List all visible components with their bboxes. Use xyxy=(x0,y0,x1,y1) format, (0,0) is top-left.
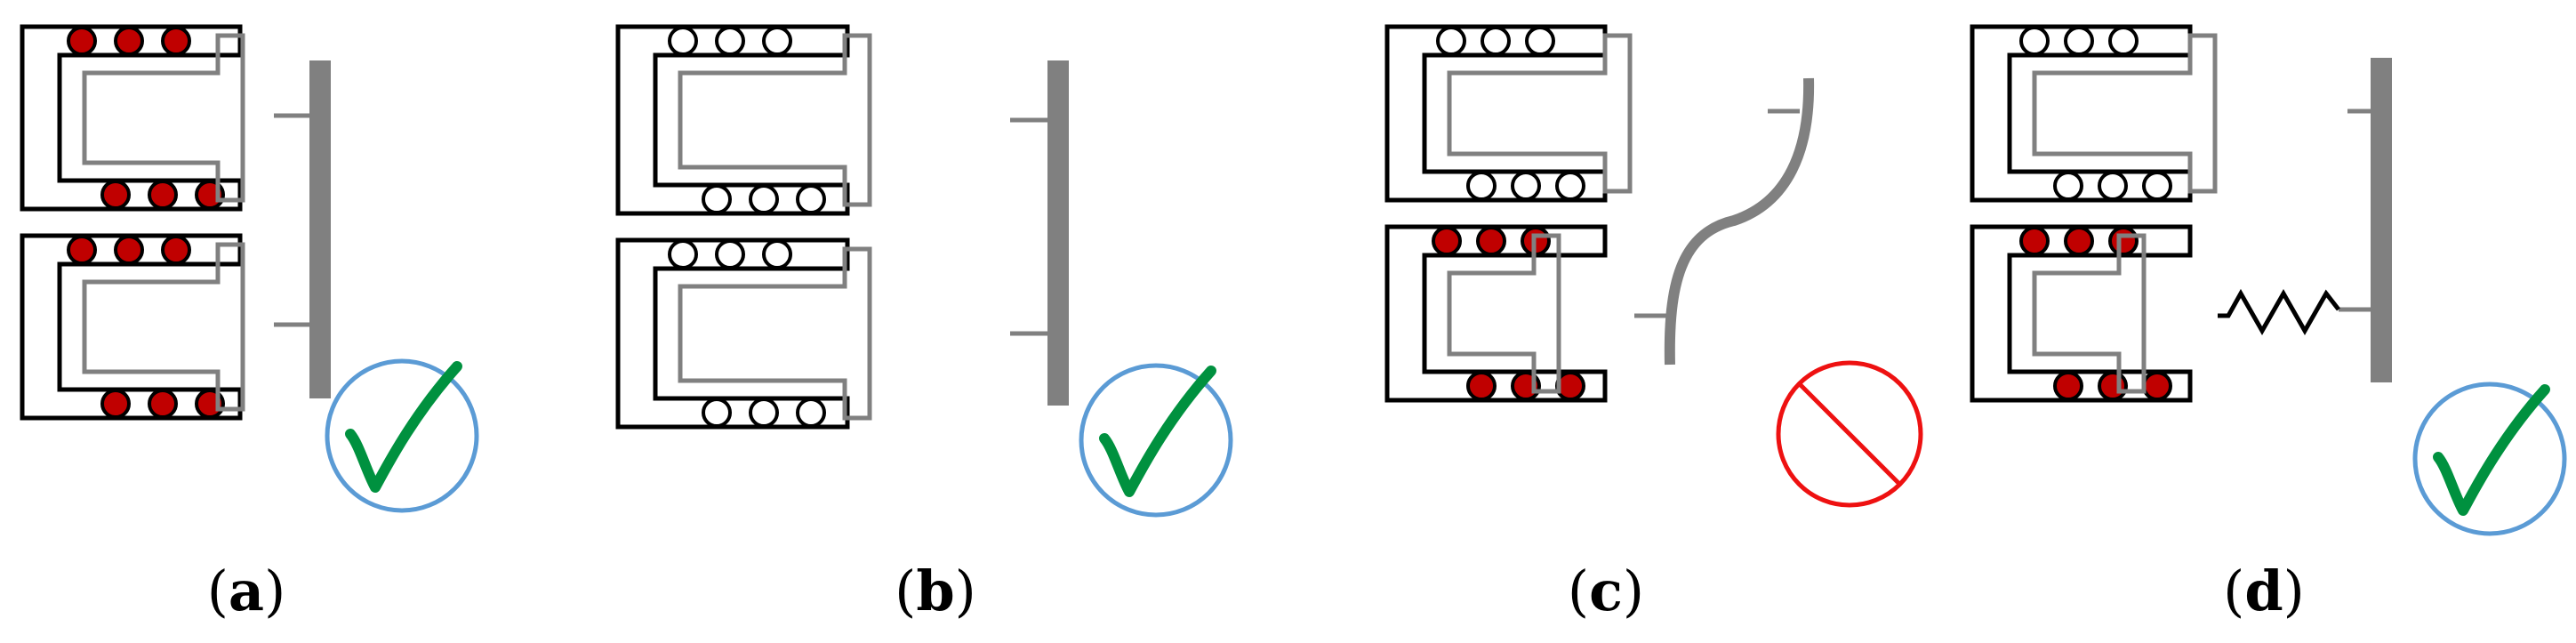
coil-winding xyxy=(100,389,131,419)
checkmark-icon xyxy=(345,361,462,493)
coil-winding xyxy=(2142,171,2172,201)
armature xyxy=(1447,233,1561,394)
coil-winding xyxy=(1511,171,1541,201)
caption-a: (a) xyxy=(206,559,286,623)
panel-d xyxy=(1970,24,2567,536)
coil-winding xyxy=(2053,371,2083,401)
coil-winding xyxy=(114,26,144,56)
caption-c: (c) xyxy=(1567,559,1645,623)
armature xyxy=(2032,33,2218,194)
coil-winding xyxy=(1466,371,1497,401)
coil-winding xyxy=(796,398,826,428)
coil-winding xyxy=(668,239,698,269)
coil-winding xyxy=(2019,226,2050,256)
coil-winding xyxy=(668,26,698,56)
coil-winding xyxy=(2098,371,2128,401)
caption-d: (d) xyxy=(2223,559,2305,623)
coil-winding xyxy=(2108,226,2139,256)
armature xyxy=(2032,233,2147,394)
panel-a xyxy=(20,24,479,513)
checkmark-icon xyxy=(1099,366,1216,497)
coil-winding xyxy=(1436,26,1466,56)
coil-winding xyxy=(161,26,191,56)
coil-winding xyxy=(2019,26,2050,56)
coil-winding xyxy=(702,184,732,214)
panel-b xyxy=(615,24,1233,518)
coil-winding xyxy=(2053,171,2083,201)
coil-winding xyxy=(2098,171,2128,201)
checkmark-circle xyxy=(325,358,479,513)
checkmark-circle xyxy=(1079,363,1233,518)
coil-winding xyxy=(67,26,97,56)
coil-winding xyxy=(1476,226,1506,256)
coil-winding xyxy=(148,389,178,419)
prohibited-icon xyxy=(1798,382,1901,486)
coil-winding xyxy=(2064,226,2094,256)
coil-winding xyxy=(161,235,191,265)
coil-winding xyxy=(2064,26,2094,56)
coil-winding xyxy=(1432,226,1462,256)
coil-winding xyxy=(67,235,97,265)
spring xyxy=(2218,288,2340,336)
coil-winding xyxy=(114,235,144,265)
coil-winding xyxy=(762,26,792,56)
connecting-plate xyxy=(309,60,331,398)
magnet-core xyxy=(1384,224,1608,403)
coil-winding xyxy=(749,398,779,428)
coil-winding xyxy=(1466,171,1497,201)
coil-winding xyxy=(796,184,826,214)
bent-connecting-plate xyxy=(1664,77,1815,366)
coil-winding xyxy=(715,239,745,269)
armature xyxy=(678,246,872,421)
armature xyxy=(678,33,872,207)
coil-winding xyxy=(148,180,178,210)
connecting-plate xyxy=(1047,60,1069,406)
coil-winding xyxy=(1555,171,1585,201)
coil-winding xyxy=(749,184,779,214)
coil-winding xyxy=(715,26,745,56)
panel-c xyxy=(1384,24,1923,508)
connecting-plate xyxy=(2371,58,2392,382)
armature xyxy=(82,33,245,203)
checkmark-circle xyxy=(2412,382,2567,536)
prohibited-circle xyxy=(1776,360,1923,508)
caption-b: (b) xyxy=(895,559,976,623)
coil-winding xyxy=(1525,26,1555,56)
coil-winding xyxy=(762,239,792,269)
checkmark-icon xyxy=(2433,384,2550,516)
coil-winding xyxy=(2142,371,2172,401)
coil-winding xyxy=(2108,26,2139,56)
armature xyxy=(1447,33,1633,194)
coil-winding xyxy=(702,398,732,428)
magnet-core xyxy=(1970,224,2193,403)
coil-winding xyxy=(100,180,131,210)
coil-winding xyxy=(1481,26,1511,56)
armature xyxy=(82,242,245,412)
